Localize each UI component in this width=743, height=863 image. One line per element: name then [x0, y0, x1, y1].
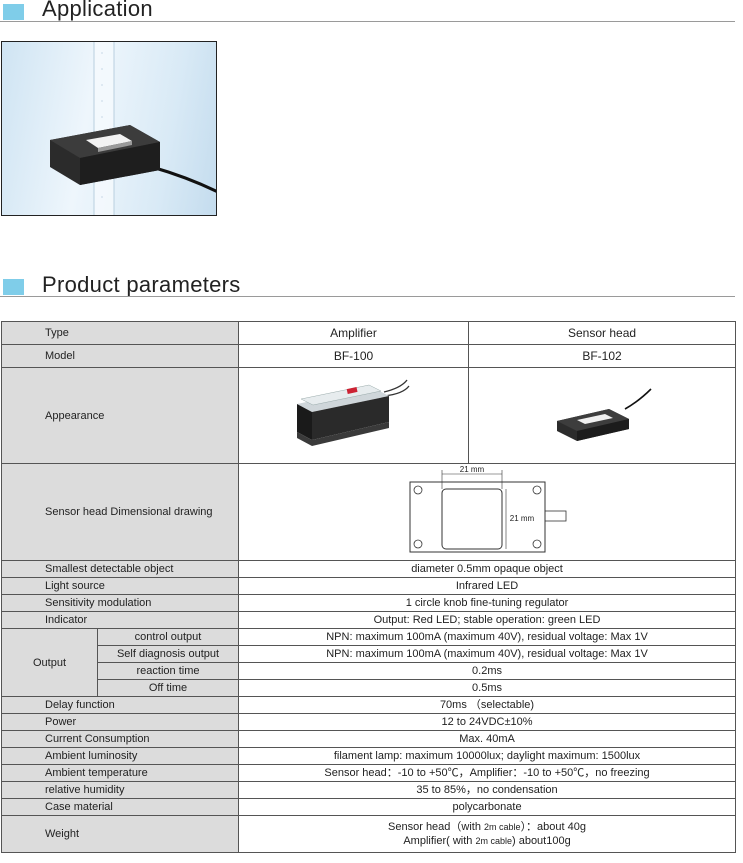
section-rule	[0, 296, 735, 297]
row-value: 70ms （selectable)	[238, 696, 737, 714]
table-row: Self diagnosis output NPN: maximum 100mA…	[2, 645, 737, 663]
weight-text: Sensor head（with	[388, 821, 485, 833]
weight-cable: 2m cable	[484, 822, 521, 832]
table-row: Current Consumption Max. 40mA	[0, 730, 737, 748]
table-row: relative humidity 35 to 85%，no condensat…	[0, 781, 737, 799]
drawing-label: Sensor head Dimensional drawing	[0, 463, 240, 561]
sensor-head-device-illustration	[557, 387, 652, 441]
row-value: polycarbonate	[238, 798, 737, 816]
output-group-label: Output	[1, 628, 98, 697]
application-photo	[1, 41, 217, 216]
amplifier-image	[238, 367, 470, 464]
row-value: 12 to 24VDC±10%	[238, 713, 737, 731]
table-row: reaction time 0.2ms	[2, 662, 737, 680]
weight-value: Sensor head（with 2m cable）：about 40g Amp…	[238, 815, 737, 853]
appearance-label: Appearance	[0, 367, 240, 464]
row-value: Infrared LED	[238, 577, 737, 595]
sensor-in-use-illustration	[50, 42, 216, 215]
table-row: Sensitivity modulation 1 circle knob fin…	[0, 594, 737, 612]
row-value: diameter 0.5mm opaque object	[238, 560, 737, 578]
output-sub-label: control output	[96, 628, 240, 646]
output-sub-value: 0.2ms	[238, 662, 737, 680]
type-amplifier: Amplifier	[238, 321, 470, 345]
output-sub-value: NPN: maximum 100mA (maximum 40V), residu…	[238, 628, 737, 646]
table-row: Type Amplifier Sensor head	[0, 321, 737, 345]
table-row: Indicator Output: Red LED; stable operat…	[0, 611, 737, 629]
table-row: Ambient temperature Sensor head：-10 to +…	[0, 764, 737, 782]
table-row: Output control output NPN: maximum 100mA…	[1, 628, 737, 697]
table-row: Delay function 70ms （selectable)	[0, 696, 737, 714]
weight-line-amplifier: Amplifier( with 2m cable) about100g	[239, 834, 735, 848]
section-rule	[0, 21, 735, 22]
output-sub-value: NPN: maximum 100mA (maximum 40V), residu…	[238, 645, 737, 663]
type-label: Type	[0, 321, 240, 345]
row-label: Ambient luminosity	[0, 747, 240, 765]
table-row: Ambient luminosity filament lamp: maximu…	[0, 747, 737, 765]
section-marker	[3, 279, 24, 295]
row-value: 1 circle knob fine-tuning regulator	[238, 594, 737, 612]
row-label: Ambient temperature	[0, 764, 240, 782]
row-label: Indicator	[0, 611, 240, 629]
row-label: Current Consumption	[0, 730, 240, 748]
weight-text: ）：about 40g	[520, 821, 586, 833]
table-row: Light source Infrared LED	[0, 577, 737, 595]
sensor-head-image	[468, 367, 737, 464]
table-row: Appearance	[0, 367, 737, 464]
weight-text: Amplifier( with	[403, 835, 476, 847]
row-value: Sensor head：-10 to +50℃，Amplifier：-10 to…	[238, 764, 737, 782]
model-amplifier: BF-100	[238, 344, 470, 368]
table-row: Sensor head Dimensional drawing 21 mm 21…	[0, 463, 737, 561]
type-sensor-head: Sensor head	[468, 321, 737, 345]
weight-text: ) about100g	[511, 835, 571, 847]
row-label: Smallest detectable object	[0, 560, 240, 578]
table-row: Power 12 to 24VDC±10%	[0, 713, 737, 731]
row-label: Sensitivity modulation	[0, 594, 240, 612]
parameters-table: Type Amplifier Sensor head Model BF-100 …	[0, 321, 737, 853]
row-label: Light source	[0, 577, 240, 595]
row-label: Delay function	[0, 696, 240, 714]
table-row: Weight Sensor head（with 2m cable）：about …	[0, 815, 737, 853]
output-sub-label: reaction time	[96, 662, 240, 680]
parameters-title: Product parameters	[42, 272, 241, 297]
weight-label: Weight	[0, 815, 240, 853]
row-value: Max. 40mA	[238, 730, 737, 748]
table-row: Off time 0.5ms	[2, 679, 737, 697]
section-marker	[3, 4, 24, 20]
row-value: Output: Red LED; stable operation: green…	[238, 611, 737, 629]
dim-height-label: 21 mm	[510, 514, 535, 523]
row-value: 35 to 85%，no condensation	[238, 781, 737, 799]
table-row: Case material polycarbonate	[0, 798, 737, 816]
weight-line-sensor: Sensor head（with 2m cable）：about 40g	[239, 820, 735, 834]
table-row: Smallest detectable object diameter 0.5m…	[0, 560, 737, 578]
amplifier-device-illustration	[296, 379, 410, 446]
table-row: Model BF-100 BF-102	[0, 344, 737, 368]
row-label: Case material	[0, 798, 240, 816]
weight-cable: 2m cable	[475, 836, 512, 846]
application-title: Application	[42, 0, 153, 21]
output-sub-value: 0.5ms	[238, 679, 737, 697]
model-label: Model	[0, 344, 240, 368]
dimensional-drawing: 21 mm 21 mm	[238, 463, 737, 561]
dim-width-label: 21 mm	[460, 465, 485, 474]
dimensional-drawing-svg: 21 mm 21 mm	[409, 465, 567, 553]
output-sub-label: Off time	[96, 679, 240, 697]
model-sensor-head: BF-102	[468, 344, 737, 368]
row-label: Power	[0, 713, 240, 731]
output-sub-label: Self diagnosis output	[96, 645, 240, 663]
row-value: filament lamp: maximum 10000lux; dayligh…	[238, 747, 737, 765]
row-label: relative humidity	[0, 781, 240, 799]
